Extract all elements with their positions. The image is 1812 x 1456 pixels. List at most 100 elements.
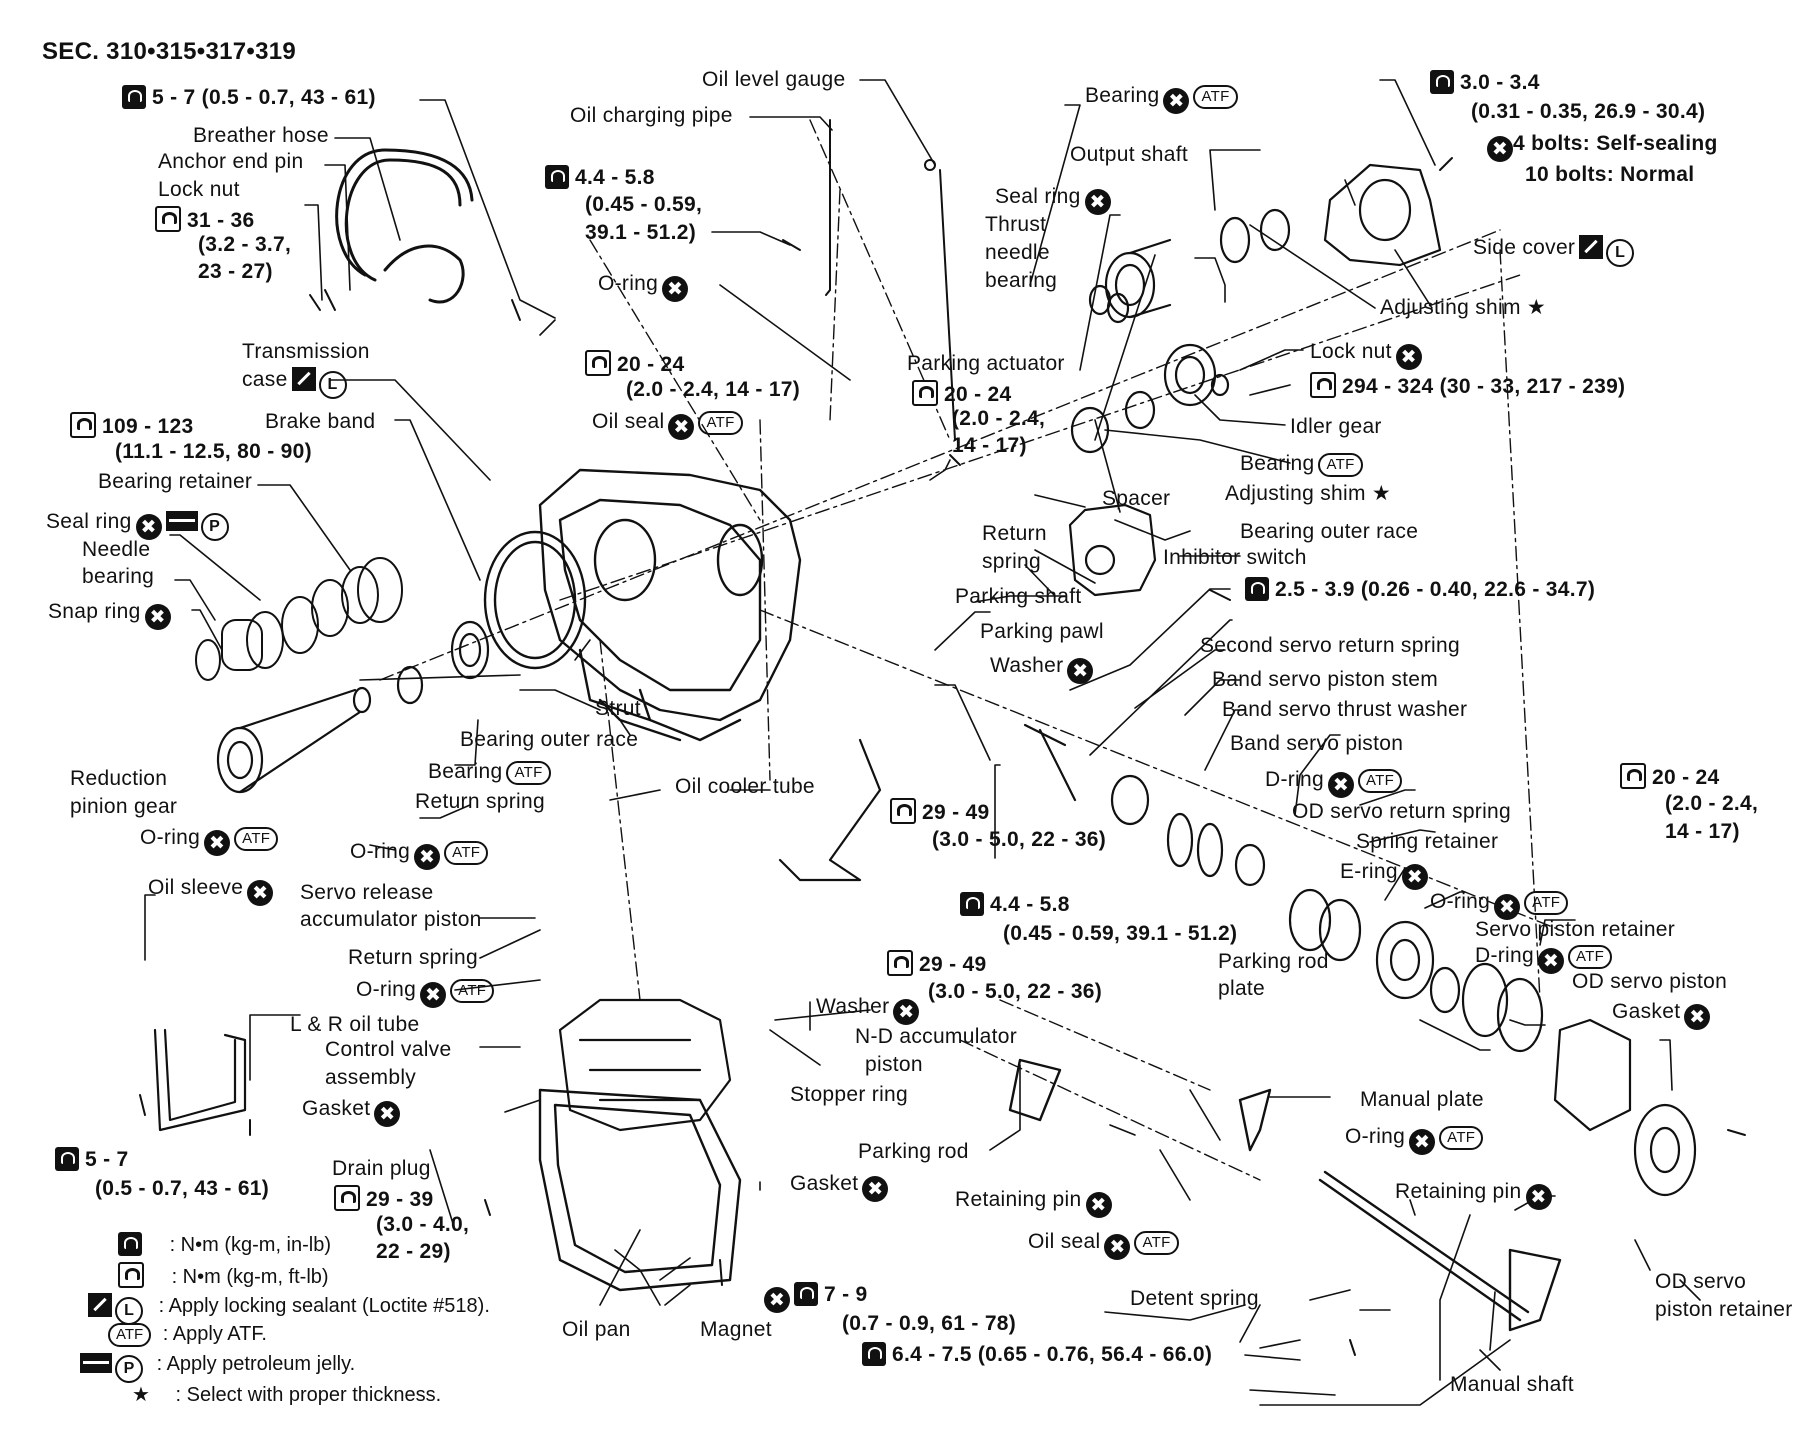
- torque-109-123: 109 - 123: [70, 412, 193, 439]
- bearing-outer-race-right-label: Bearing outer race: [1240, 520, 1419, 543]
- oil-seal-bottom-label: Oil seal✖ATF: [1028, 1230, 1179, 1260]
- lock-nut-left-label: Lock nut: [158, 178, 240, 201]
- legend-row-jelly: P : Apply petroleum jelly.: [80, 1353, 355, 1383]
- torque-44-58-mid-b: (0.45 - 0.59, 39.1 - 51.2): [1003, 922, 1238, 945]
- torque-30-34-b: (0.31 - 0.35, 26.9 - 30.4): [1471, 100, 1706, 123]
- e-ring-label: E-ring✖: [1340, 860, 1428, 890]
- gasket-right-label: Gasket✖: [1612, 1000, 1711, 1030]
- loctite-l-icon: L: [318, 371, 347, 399]
- replace-x-icon: ✖: [893, 999, 920, 1025]
- oil-tubes-part: [153, 738, 882, 1132]
- inhibitor-switch-part: [1068, 503, 1157, 597]
- wrench-ftlb-icon: [70, 412, 96, 438]
- reduction-label: Reduction: [70, 767, 168, 790]
- thrust-needle-label: needle: [985, 241, 1050, 264]
- torque-29-49-a-b: (3.0 - 5.0, 22 - 36): [932, 828, 1107, 851]
- replace-x-icon: ✖: [374, 1101, 401, 1127]
- torque-20-24-c-c: 14 - 17): [1665, 820, 1740, 843]
- torque-31-36-c: 23 - 27): [198, 260, 273, 283]
- torque-20-24-b: 20 - 24: [912, 380, 1011, 407]
- replace-x-icon: ✖: [1525, 1184, 1552, 1210]
- torque-29-39: 29 - 39: [334, 1185, 433, 1212]
- snap-ring-needle-bearing-part: [195, 557, 403, 681]
- locking-sealant-icon: [1579, 235, 1604, 259]
- accumulator-piston-label: accumulator piston: [300, 908, 482, 931]
- idler-gear-part: [1070, 343, 1230, 454]
- bolts-self-sealing: ✖4 bolts: Self-sealing: [1483, 132, 1718, 162]
- oil-level-gauge-part: [825, 119, 956, 441]
- detent-spring-label: Detent spring: [1130, 1287, 1259, 1310]
- breather-hose-label: Breather hose: [193, 124, 329, 147]
- atf-icon: ATF: [1134, 1231, 1179, 1255]
- replace-x-icon: ✖: [668, 414, 695, 440]
- parking-rod-plate-2-label: plate: [1218, 977, 1266, 1000]
- replace-x-icon: ✖: [420, 982, 447, 1008]
- drain-plug-label: Drain plug: [332, 1157, 431, 1180]
- stopper-ring-label: Stopper ring: [790, 1083, 909, 1106]
- wrench-inlb-icon: [118, 1232, 142, 1256]
- atf-icon: ATF: [1318, 453, 1363, 477]
- wrench-ftlb-icon: [912, 380, 938, 406]
- torque-109-123-b: (11.1 - 12.5, 80 - 90): [115, 440, 312, 463]
- torque-31-36-b: (3.2 - 3.7,: [198, 233, 292, 256]
- wrench-ftlb-icon: [1620, 763, 1646, 789]
- manual-shaft-part: [1008, 1058, 1562, 1332]
- control-valve-label: Control valve: [325, 1038, 452, 1061]
- wrench-inlb-icon: [545, 165, 569, 189]
- o-ring-top-label: O-ring✖: [598, 272, 689, 302]
- replace-x-icon: ✖: [1409, 1129, 1436, 1155]
- oil-charging-pipe-label: Oil charging pipe: [570, 104, 733, 127]
- torque-64-75: 6.4 - 7.5 (0.65 - 0.76, 56.4 - 66.0): [862, 1342, 1212, 1367]
- atf-icon: ATF: [234, 827, 279, 851]
- atf-icon: ATF: [1567, 945, 1613, 969]
- servo-release-label: Servo release: [300, 881, 434, 904]
- loctite-l-icon: L: [1606, 239, 1635, 267]
- oil-pan-part: [538, 1088, 742, 1292]
- torque-31-36: 31 - 36: [155, 206, 254, 233]
- jelly-p-icon: P: [200, 513, 229, 541]
- torque-29-49-a: 29 - 49: [890, 798, 989, 825]
- replace-x-icon: ✖: [662, 276, 689, 302]
- replace-x-icon: ✖: [764, 1287, 790, 1313]
- wrench-inlb-icon: [862, 1342, 886, 1366]
- torque-30-34: 3.0 - 3.4: [1430, 70, 1540, 95]
- spacer-label: Spacer: [1102, 487, 1171, 510]
- torque-44-58-top: 4.4 - 5.8: [545, 165, 655, 190]
- replace-x-icon: ✖: [1104, 1234, 1131, 1260]
- wrench-ftlb-icon: [155, 206, 181, 232]
- transmission-label: Transmission: [242, 340, 370, 363]
- band-servo-thrust-washer-label: Band servo thrust washer: [1222, 698, 1468, 721]
- replace-x-icon: ✖: [1401, 864, 1428, 890]
- od-servo-piston-retainer-label: piston retainer: [1655, 1298, 1793, 1321]
- torque-20-24-b-c: 14 - 17): [952, 434, 1027, 457]
- replace-x-icon: ✖: [135, 514, 162, 540]
- d-ring-1-label: D-ring✖ATF: [1265, 768, 1403, 798]
- replace-x-icon: ✖: [1494, 894, 1521, 920]
- wrench-ftlb-icon: [887, 950, 913, 976]
- manual-shaft-label: Manual shaft: [1450, 1373, 1574, 1396]
- oil-seal-top-label: Oil seal✖ATF: [592, 410, 743, 440]
- servo-piston-retainer-label: Servo piston retainer: [1475, 918, 1676, 941]
- torque-44-58-mid: 4.4 - 5.8: [960, 892, 1070, 917]
- adjusting-shim-mid-label: Adjusting shim ★: [1225, 482, 1392, 505]
- band-servo-piston-stem-label: Band servo piston stem: [1212, 668, 1439, 691]
- replace-x-icon: ✖: [204, 830, 231, 856]
- washer-low-label: Washer✖: [816, 995, 920, 1025]
- bolts-part: [139, 157, 1746, 1356]
- replace-x-icon: ✖: [1395, 344, 1422, 370]
- seal-ring-top-label: Seal ring✖: [995, 185, 1111, 215]
- parking-shaft-label: Parking shaft: [955, 585, 1082, 608]
- replace-x-icon: ✖: [1487, 136, 1513, 162]
- gasket-pan-label: Gasket✖: [790, 1172, 889, 1202]
- parking-actuator-label: Parking actuator: [907, 352, 1065, 375]
- parking-rod-label: Parking rod: [858, 1140, 969, 1163]
- od-servo-label: OD servo: [1655, 1270, 1747, 1293]
- oil-level-gauge-label: Oil level gauge: [702, 68, 846, 91]
- needle-label: Needle: [82, 538, 151, 561]
- oil-sleeve-label: Oil sleeve✖: [148, 876, 274, 906]
- wrench-ftlb-icon: [585, 350, 611, 376]
- petroleum-jelly-icon: [165, 511, 198, 531]
